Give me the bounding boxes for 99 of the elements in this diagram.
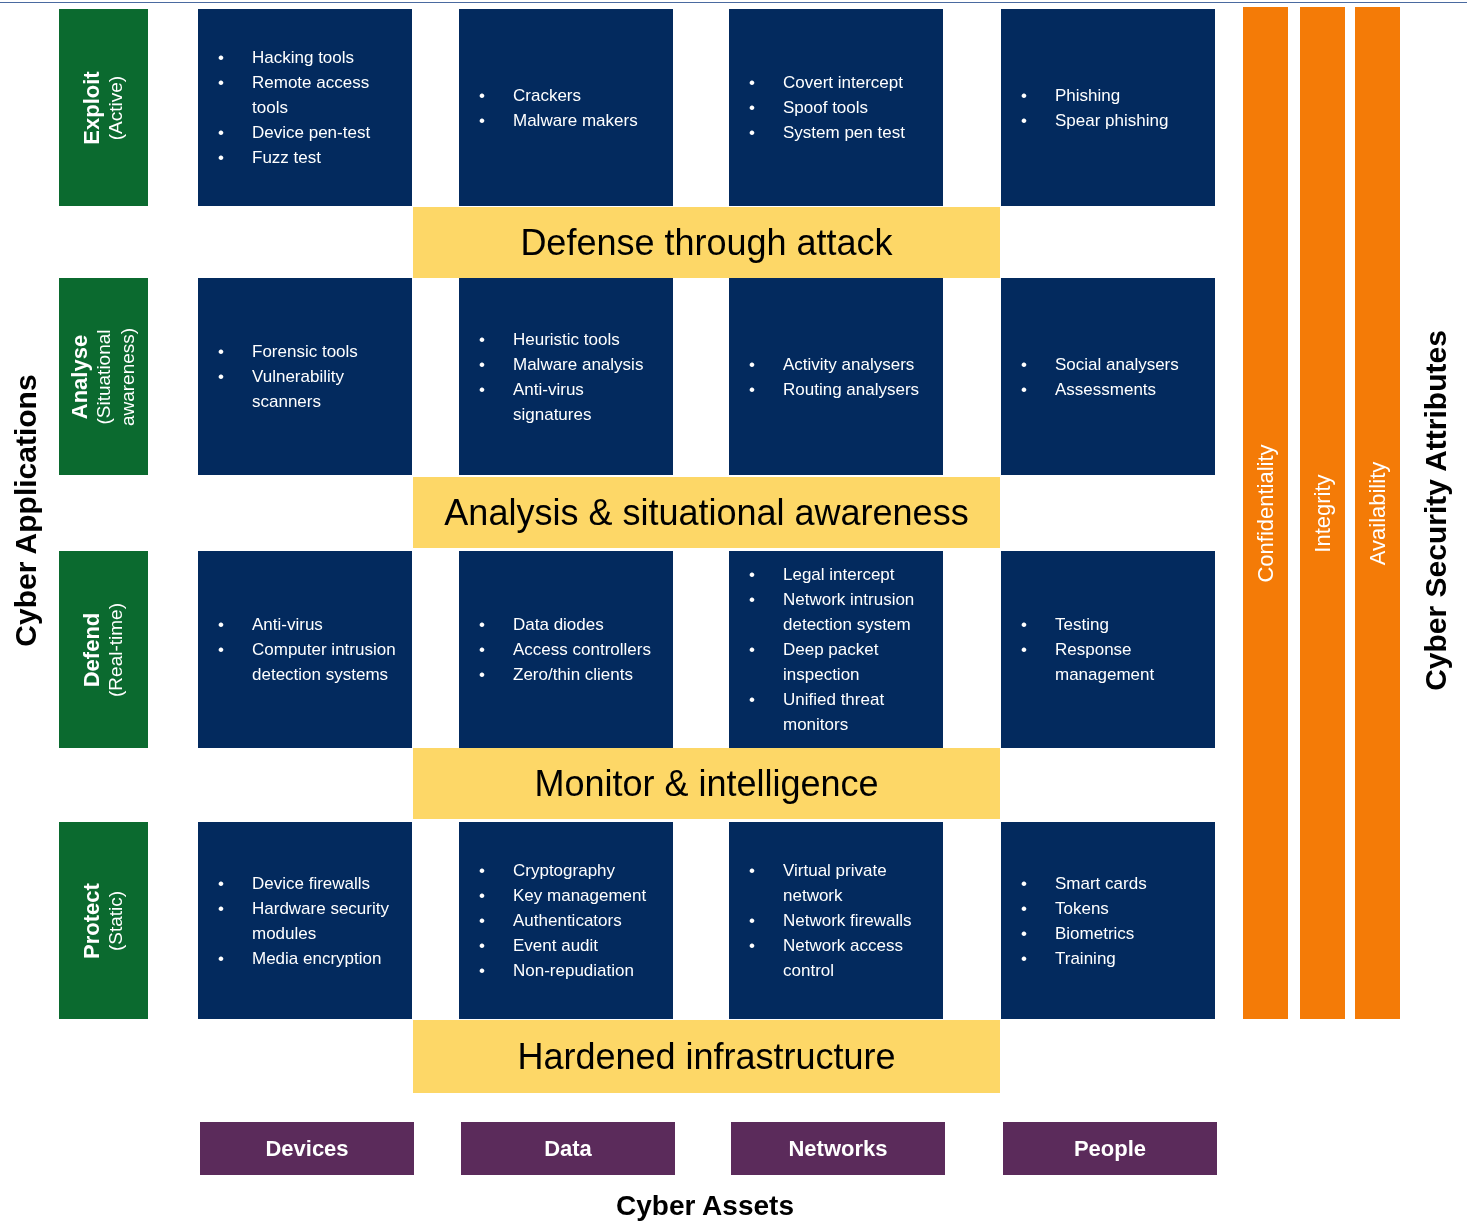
axis-title: Cyber Assets xyxy=(616,1189,794,1223)
bullet-item: • Zero/thin clients xyxy=(479,664,634,686)
bullet-item: • Deep packet inspection xyxy=(749,639,880,686)
bullet-item: • Activity analysers xyxy=(749,353,916,376)
category-subtitle: (Real-time) xyxy=(103,601,127,699)
bullet-item: • Routing analysers xyxy=(749,378,920,401)
tool-list-box xyxy=(459,278,673,475)
asset-box xyxy=(1003,1122,1217,1175)
asset-label: Data xyxy=(544,1135,592,1163)
bullet-item: • Authenticators xyxy=(479,910,623,932)
tool-list-box xyxy=(459,9,673,206)
bullet-item: • Malware analysis xyxy=(479,353,645,376)
layer-band xyxy=(413,748,1000,819)
bullet-item: • Unified threat monitors xyxy=(749,689,886,736)
attribute-label: Availability xyxy=(1364,461,1391,565)
attribute-bar xyxy=(1300,7,1345,1019)
bullet-item: • Hacking tools xyxy=(218,47,356,69)
bullet-item: • Cryptography xyxy=(479,860,617,882)
axis-title: Cyber Applications xyxy=(7,373,43,647)
category-subtitle: (Active) xyxy=(104,74,127,142)
tool-list-box xyxy=(729,822,943,1019)
row-category-box xyxy=(59,822,148,1019)
bullet-item: • Heuristic tools xyxy=(479,328,621,351)
bullet-item: • Anti-virus xyxy=(218,614,324,636)
bullet-item: • Forensic tools xyxy=(218,341,359,363)
tool-list-box xyxy=(459,551,673,748)
category-subtitle: (Static) xyxy=(103,889,127,953)
layer-band xyxy=(413,1020,1000,1093)
category-title: Protect xyxy=(79,881,104,961)
bullet-item: • Device firewalls xyxy=(218,872,372,895)
asset-box xyxy=(731,1122,945,1175)
bullet-item: • Vulnerability scanners xyxy=(218,366,345,413)
tool-list-box xyxy=(198,9,412,206)
tool-list-box xyxy=(729,551,943,748)
bullet-item: • Testing xyxy=(1021,614,1110,636)
category-subtitle: (Situational awareness) xyxy=(92,326,139,428)
bullet-item: • Hardware security modules xyxy=(218,897,390,945)
bullet-item: • Anti-virus signatures xyxy=(479,378,593,426)
bullet-item: • Training xyxy=(1021,947,1117,970)
layer-band xyxy=(413,207,1000,278)
layer-band xyxy=(413,477,1000,548)
tool-list-box xyxy=(729,9,943,206)
bullet-item: • Device pen-test xyxy=(218,122,372,144)
bullet-item: • Social analysers xyxy=(1021,353,1179,376)
bullet-item: • Virtual private network xyxy=(749,860,888,907)
tool-list-box xyxy=(1001,551,1215,748)
bullet-item: • Access controllers xyxy=(479,639,651,661)
bullet-item: • Biometrics xyxy=(1021,922,1136,945)
category-title: Analyse xyxy=(67,333,92,421)
bullet-item: • Key management xyxy=(479,885,647,907)
tool-list-box xyxy=(1001,822,1215,1019)
bullet-item: • Network intrusion detection system xyxy=(749,589,916,636)
bullet-item: • Assessments xyxy=(1021,378,1158,401)
bullet-item: • Non-repudiation xyxy=(479,960,635,982)
row-category-box xyxy=(59,551,148,748)
attribute-label: Confidentiality xyxy=(1252,443,1279,583)
tool-list-box xyxy=(198,551,412,748)
asset-label: Networks xyxy=(788,1135,888,1163)
bullet-item: • Smart cards xyxy=(1021,872,1147,895)
bullet-item: • Spear phishing xyxy=(1021,109,1169,132)
bullet-item: • Crackers xyxy=(479,84,582,107)
axis-title: Cyber Security Attributes xyxy=(1417,329,1453,691)
asset-label: Devices xyxy=(265,1135,349,1163)
bullet-item: • Tokens xyxy=(1021,897,1110,920)
tool-list-box xyxy=(1001,278,1215,475)
bullet-item: • Response management xyxy=(1021,639,1156,686)
asset-box xyxy=(200,1122,414,1175)
bullet-item: • System pen test xyxy=(749,122,905,144)
tool-list-box xyxy=(729,278,943,475)
attribute-label: Integrity xyxy=(1309,473,1336,553)
bullet-item: • Network access control xyxy=(749,935,904,982)
category-title: Defend xyxy=(79,611,104,689)
bullet-item: • Legal intercept xyxy=(749,564,896,586)
attribute-bar xyxy=(1243,7,1288,1019)
bullet-item: • Event audit xyxy=(479,935,600,957)
bullet-item: • Data diodes xyxy=(479,614,605,636)
tool-list-box xyxy=(459,822,673,1019)
bullet-item: • Network firewalls xyxy=(749,910,913,932)
bullet-item: • Phishing xyxy=(1021,84,1122,107)
tool-list-box xyxy=(198,278,412,475)
row-category-box xyxy=(59,278,148,475)
band-title: Defense through attack xyxy=(520,220,893,265)
bullet-item: • Media encryption xyxy=(218,947,383,970)
asset-box xyxy=(461,1122,675,1175)
band-title: Monitor & intelligence xyxy=(534,761,879,806)
bullet-item: • Remote access tools xyxy=(218,72,371,119)
bullet-item: • Malware makers xyxy=(479,109,638,132)
tool-list-box xyxy=(1001,9,1215,206)
asset-label: People xyxy=(1073,1135,1147,1163)
bullet-item: • Fuzz test xyxy=(218,147,322,169)
row-category-box xyxy=(59,9,148,206)
bullet-item: • Computer intrusion detection systems xyxy=(218,639,397,686)
band-title: Hardened infrastructure xyxy=(517,1034,896,1079)
band-title: Analysis & situational awareness xyxy=(444,490,969,535)
category-title: Exploit xyxy=(79,69,104,147)
tool-list-box xyxy=(198,822,412,1019)
bullet-item: • Covert intercept xyxy=(749,72,904,94)
bullet-item: • Spoof tools xyxy=(749,97,870,119)
attribute-bar xyxy=(1355,7,1400,1019)
